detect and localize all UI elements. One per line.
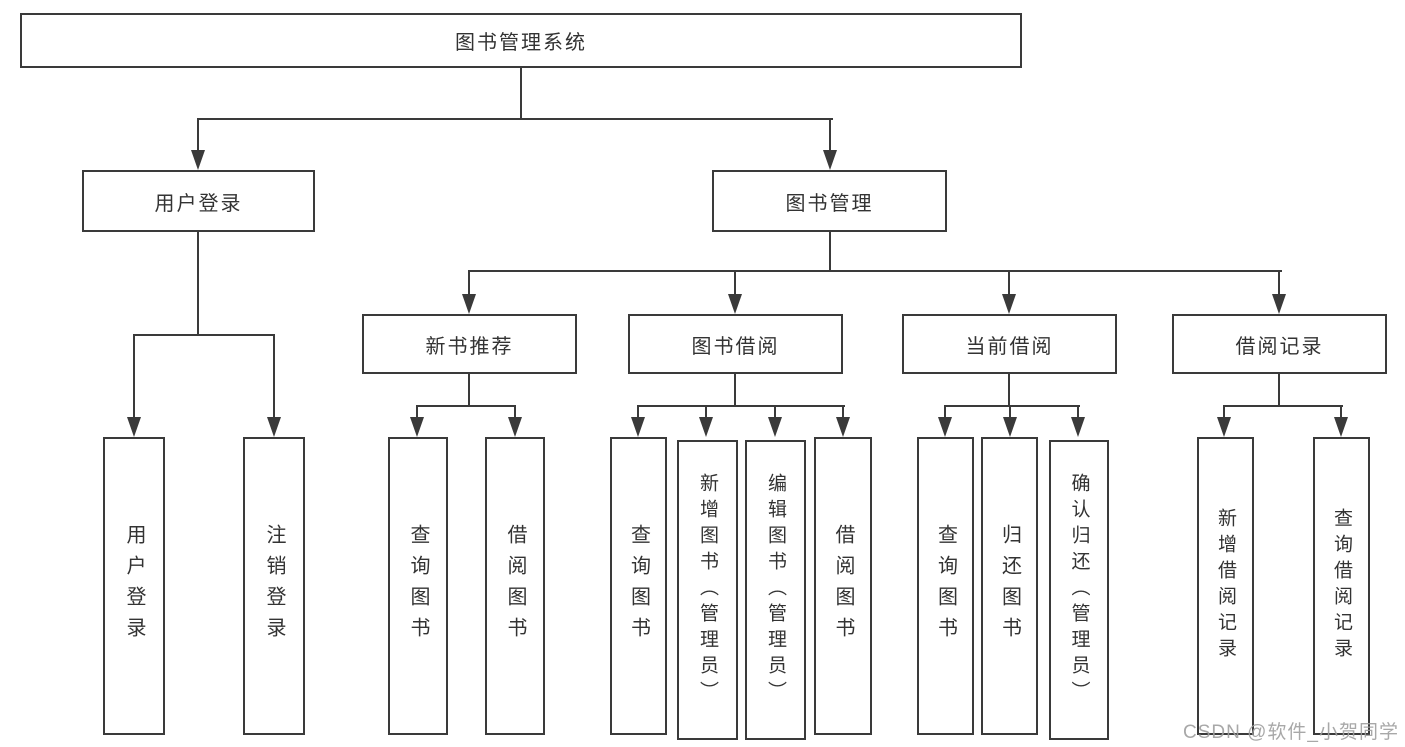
leaf-borrow-books-recommend: 借阅图书 (485, 437, 545, 735)
connector-line (133, 334, 135, 419)
connector-line (944, 405, 946, 419)
node-label: 借阅图书 (832, 524, 854, 648)
node-label: 新增借阅记录 (1215, 508, 1236, 664)
connector-line (1077, 405, 1079, 419)
leaf-query-borrow-record: 查询借阅记录 (1313, 437, 1370, 735)
arrow-down-icon (508, 417, 522, 437)
connector-line (1223, 405, 1343, 407)
node-label: 借阅图书 (504, 524, 526, 648)
node-label: 用户登录 (123, 524, 145, 648)
leaf-return-books: 归还图书 (981, 437, 1038, 735)
connector-line (1340, 405, 1342, 419)
connector-line (829, 118, 831, 152)
connector-line (1278, 374, 1280, 407)
node-label: 用户登录 (154, 192, 243, 215)
leaf-add-borrow-record: 新增借阅记录 (1197, 437, 1254, 735)
leaf-query-books-borrow: 查询图书 (610, 437, 667, 735)
arrow-down-icon (823, 150, 837, 170)
node-label: 新增图书（管理员） (697, 473, 718, 707)
connector-line (197, 118, 199, 152)
node-label: 注销登录 (263, 524, 285, 648)
connector-line (520, 68, 522, 120)
node-label: 归还图书 (998, 524, 1021, 648)
connector-line (1009, 405, 1011, 419)
leaf-logout: 注销登录 (243, 437, 305, 735)
connector-line (1008, 374, 1010, 407)
connector-line (774, 405, 776, 419)
node-label: 确认归还（管理员） (1068, 473, 1090, 707)
connector-line (416, 405, 418, 419)
connector-line (1278, 270, 1280, 296)
leaf-confirm-return-admin: 确认归还（管理员） (1049, 440, 1109, 740)
arrow-down-icon (1003, 417, 1017, 437)
leaf-user-login: 用户登录 (103, 437, 165, 735)
connector-line (468, 270, 470, 296)
leaf-query-books-recommend: 查询图书 (388, 437, 448, 735)
arrow-down-icon (191, 150, 205, 170)
arrow-down-icon (836, 417, 850, 437)
connector-line (197, 118, 833, 120)
arrow-down-icon (1272, 294, 1286, 314)
arrow-down-icon (267, 417, 281, 437)
node-book-borrowing: 图书借阅 (628, 314, 843, 374)
connector-line (514, 405, 516, 419)
node-label: 图书管理 (785, 192, 874, 215)
connector-line (133, 334, 275, 336)
arrow-down-icon (699, 417, 713, 437)
connector-line (1223, 405, 1225, 419)
node-label: 查询图书 (627, 524, 650, 648)
node-label: 编辑图书（管理员） (765, 473, 786, 707)
connector-line (468, 270, 1282, 272)
arrow-down-icon (410, 417, 424, 437)
connector-line (842, 405, 844, 419)
node-label: 图书管理系统 (455, 32, 587, 54)
connector-line (734, 270, 736, 296)
node-new-book-recommend: 新书推荐 (362, 314, 577, 374)
node-library-management-system: 图书管理系统 (20, 13, 1022, 68)
node-label: 查询借阅记录 (1331, 508, 1352, 664)
node-book-management: 图书管理 (712, 170, 947, 232)
node-label: 借阅记录 (1235, 335, 1324, 358)
arrow-down-icon (728, 294, 742, 314)
node-borrowing-records: 借阅记录 (1172, 314, 1387, 374)
connector-line (637, 405, 845, 407)
connector-line (273, 334, 275, 419)
node-label: 图书借阅 (691, 335, 780, 358)
arrow-down-icon (1217, 417, 1231, 437)
node-current-borrowing: 当前借阅 (902, 314, 1117, 374)
leaf-add-books-admin: 新增图书（管理员） (677, 440, 738, 740)
connector-line (705, 405, 707, 419)
connector-line (468, 374, 470, 407)
connector-line (197, 232, 199, 336)
connector-line (416, 405, 516, 407)
connector-line (829, 232, 831, 272)
connector-line (637, 405, 639, 419)
connector-line (1008, 270, 1010, 296)
csdn-watermark: CSDN @软件_小贺同学 (1183, 722, 1399, 743)
arrow-down-icon (127, 417, 141, 437)
leaf-borrow-books: 借阅图书 (814, 437, 872, 735)
node-label: 当前借阅 (965, 335, 1054, 358)
arrow-down-icon (938, 417, 952, 437)
arrow-down-icon (631, 417, 645, 437)
node-label: 查询图书 (407, 524, 429, 648)
node-user-login-group: 用户登录 (82, 170, 315, 232)
leaf-query-books-current: 查询图书 (917, 437, 974, 735)
arrow-down-icon (462, 294, 476, 314)
connector-line (734, 374, 736, 407)
arrow-down-icon (1071, 417, 1085, 437)
arrow-down-icon (1002, 294, 1016, 314)
node-label: 查询图书 (934, 524, 957, 648)
connector-line (944, 405, 1080, 407)
node-label: 新书推荐 (425, 335, 514, 358)
arrow-down-icon (1334, 417, 1348, 437)
arrow-down-icon (768, 417, 782, 437)
leaf-edit-books-admin: 编辑图书（管理员） (745, 440, 806, 740)
